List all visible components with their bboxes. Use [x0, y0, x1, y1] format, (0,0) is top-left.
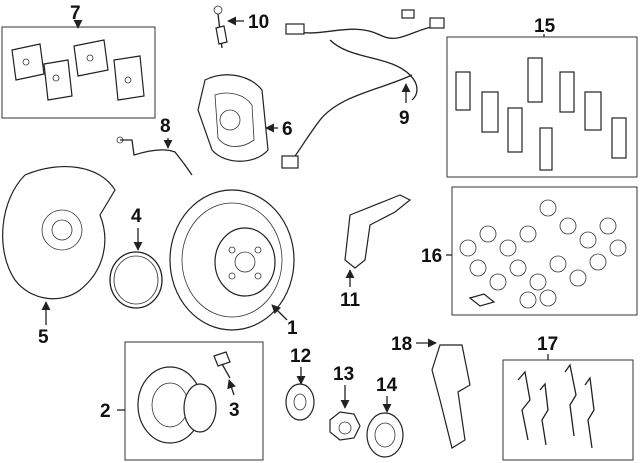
box-hub: [124, 341, 264, 461]
anti-rattle-plate-drawing: [431, 344, 471, 449]
seal-kit-drawing: [459, 199, 627, 309]
hub-drawing: [137, 366, 217, 444]
callout-9: 9: [399, 108, 410, 129]
callout-1: 1: [287, 318, 298, 339]
callout-11: 11: [340, 290, 361, 311]
bracket-drawing: [344, 194, 412, 269]
brake-pads-drawing: [11, 39, 145, 101]
callout-2: 2: [100, 401, 111, 422]
callout-18: 18: [391, 334, 412, 355]
callout-6: 6: [282, 119, 293, 140]
callout-16: 16: [421, 246, 442, 267]
nut-drawing: [329, 411, 361, 441]
bolt-drawing: [213, 351, 231, 379]
seal-ring-drawing: [109, 251, 163, 309]
callout-3: 3: [229, 400, 240, 421]
callout-17: 17: [537, 334, 558, 355]
cap-drawing: [366, 412, 404, 458]
caliper-drawing: [197, 74, 269, 162]
pad-shims-drawing: [455, 57, 627, 171]
box-pad-shims: [446, 36, 638, 178]
callout-15: 15: [534, 16, 556, 37]
brake-rotor-drawing: [169, 189, 295, 331]
clips-drawing: [517, 363, 595, 449]
callout-13: 13: [333, 364, 354, 385]
box-clips: [502, 359, 634, 461]
callout-5: 5: [38, 327, 49, 348]
bushing-drawing: [285, 383, 315, 421]
dust-shield-drawing: [2, 165, 116, 300]
callout-7: 7: [70, 3, 81, 24]
wear-sensor-drawing: [213, 5, 228, 49]
leader-lines: [41, 16, 549, 413]
callout-8: 8: [160, 116, 171, 137]
callout-10: 10: [248, 12, 269, 33]
callout-4: 4: [131, 206, 142, 227]
abs-harness-drawing: [281, 9, 445, 169]
callout-12: 12: [290, 346, 311, 367]
callout-14: 14: [376, 375, 398, 396]
brake-hose-drawing: [116, 136, 193, 176]
box-seal-kit: [451, 186, 638, 316]
